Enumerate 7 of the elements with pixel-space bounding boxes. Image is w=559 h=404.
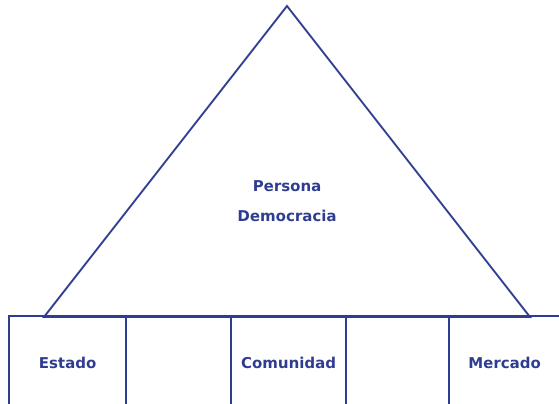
triangle-label: Democracia [237,206,337,227]
triangle-shape [42,4,532,318]
triangle-label: Persona [252,176,322,197]
box [8,315,127,404]
box-label: Estado [38,354,96,372]
box-label: Mercado [468,354,541,372]
box-label: Comunidad [240,354,336,372]
